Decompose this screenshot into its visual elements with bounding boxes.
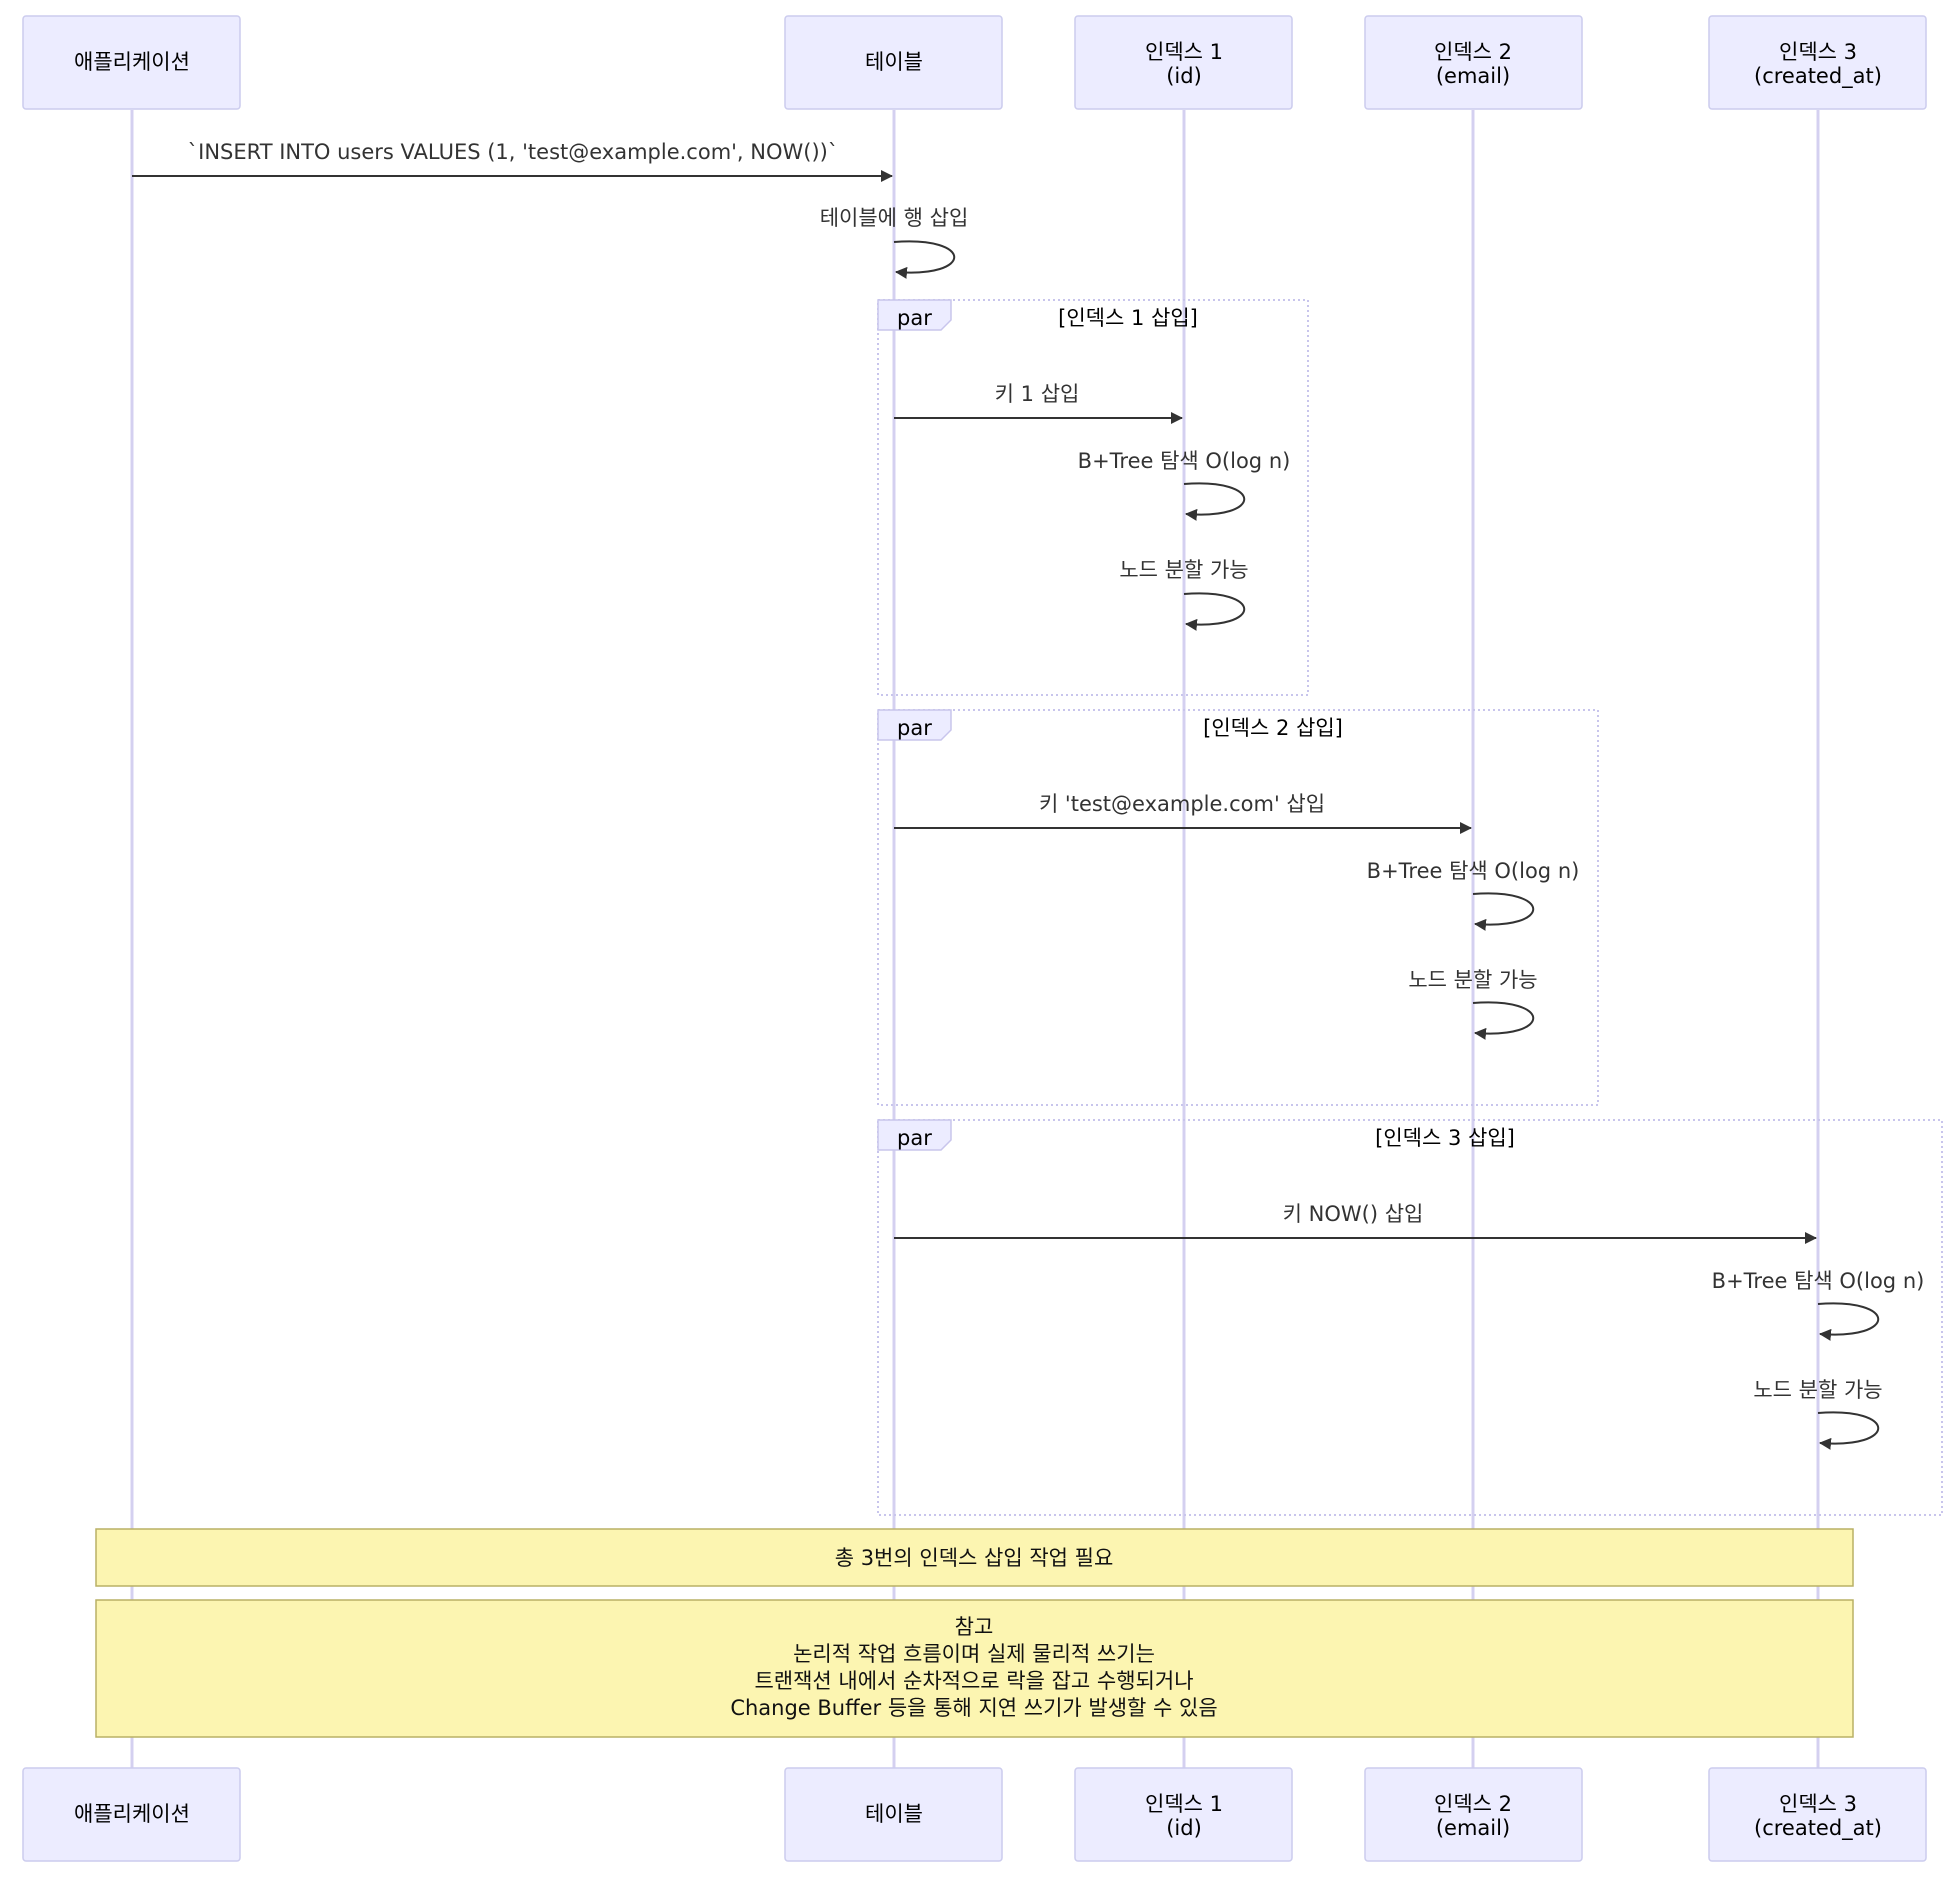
par-block-3: par [인덱스 3 삽입] 키 NOW() 삽입 B+Tree 탐색 O(lo… [877, 1119, 1943, 1516]
actor-sublabel: (created_at) [1754, 1816, 1882, 1841]
actors-top: 애플리케이션 테이블 인덱스 1 (id) 인덱스 2 (email) 인덱스 … [22, 15, 1927, 110]
actor-idx2-top: 인덱스 2 (email) [1364, 15, 1583, 110]
par-block-1: par [인덱스 1 삽입] 키 1 삽입 B+Tree 탐색 O(log n)… [877, 299, 1309, 696]
actor-sublabel: (email) [1436, 64, 1510, 88]
actor-label: 인덱스 3 [1779, 1792, 1857, 1816]
note-text: 총 3번의 인덱스 삽입 작업 필요 [835, 1546, 1114, 1570]
par-frame [877, 1119, 1943, 1516]
message-label: 테이블에 행 삽입 [820, 206, 969, 230]
self-message-label: B+Tree 탐색 O(log n) [1712, 1269, 1925, 1293]
par-condition: [인덱스 2 삽입] [1203, 716, 1343, 740]
actor-sublabel: (id) [1166, 64, 1202, 88]
actor-app-bottom: 애플리케이션 [22, 1767, 241, 1862]
message-label: 키 'test@example.com' 삽입 [1039, 792, 1325, 816]
actor-label: 인덱스 2 [1434, 1792, 1512, 1816]
par-frame [877, 299, 1309, 696]
actor-idx3-top: 인덱스 3 (created_at) [1708, 15, 1927, 110]
par-tab [877, 709, 952, 741]
self-arrow [1817, 1302, 1880, 1341]
self-message-label: 노드 분할 가능 [1119, 558, 1248, 582]
par-tab [877, 299, 952, 331]
note-summary: 총 3번의 인덱스 삽입 작업 필요 [95, 1528, 1854, 1587]
self-arrow [1817, 1411, 1880, 1450]
actor-label: 인덱스 1 [1145, 1792, 1223, 1816]
self-arrow [1183, 592, 1246, 631]
actor-label: 인덱스 1 [1145, 40, 1223, 64]
note-line: Change Buffer 등을 통해 지연 쓰기가 발생할 수 있음 [730, 1696, 1217, 1720]
note-line: 트랜잭션 내에서 순차적으로 락을 잡고 수행되거나 [754, 1669, 1193, 1693]
par-condition: [인덱스 3 삽입] [1375, 1126, 1515, 1150]
message-label: 키 1 삽입 [995, 382, 1080, 406]
actor-idx1-bottom: 인덱스 1 (id) [1074, 1767, 1293, 1862]
actor-label: 인덱스 2 [1434, 40, 1512, 64]
self-message-label: B+Tree 탐색 O(log n) [1367, 859, 1580, 883]
par-label: par [897, 716, 932, 740]
par-label: par [897, 306, 932, 330]
actor-label: 테이블 [865, 1802, 923, 1826]
note-line: 논리적 작업 흐름이며 실제 물리적 쓰기는 [793, 1642, 1155, 1666]
message-label: `INSERT INTO users VALUES (1, 'test@exam… [188, 140, 839, 164]
lifelines [130, 110, 1820, 1770]
par-condition: [인덱스 1 삽입] [1058, 306, 1198, 330]
par-block-2: par [인덱스 2 삽입] 키 'test@example.com' 삽입 B… [877, 709, 1599, 1106]
note-title: 참고 [955, 1615, 994, 1639]
actor-label: 테이블 [865, 50, 923, 74]
actor-app-top: 애플리케이션 [22, 15, 241, 110]
par-label: par [897, 1126, 932, 1150]
actor-table-top: 테이블 [784, 15, 1003, 110]
message-insert: `INSERT INTO users VALUES (1, 'test@exam… [132, 140, 893, 182]
par-tab [877, 1119, 952, 1151]
self-message-label: B+Tree 탐색 O(log n) [1078, 449, 1291, 473]
actor-label: 애플리케이션 [74, 50, 190, 74]
actor-idx2-bottom: 인덱스 2 (email) [1364, 1767, 1583, 1862]
actor-idx1-top: 인덱스 1 (id) [1074, 15, 1293, 110]
actor-label: 애플리케이션 [74, 1802, 190, 1826]
message-table-self: 테이블에 행 삽입 [820, 206, 969, 279]
actor-sublabel: (created_at) [1754, 64, 1882, 89]
self-arrow [1472, 892, 1535, 931]
self-arrow [893, 240, 956, 279]
self-message-label: 노드 분할 가능 [1408, 968, 1537, 992]
note-reference: 참고 논리적 작업 흐름이며 실제 물리적 쓰기는 트랜잭션 내에서 순차적으로… [95, 1599, 1854, 1738]
self-message-label: 노드 분할 가능 [1753, 1378, 1882, 1402]
actor-table-bottom: 테이블 [784, 1767, 1003, 1862]
actor-label: 인덱스 3 [1779, 40, 1857, 64]
message-label: 키 NOW() 삽입 [1283, 1202, 1424, 1226]
actor-idx3-bottom: 인덱스 3 (created_at) [1708, 1767, 1927, 1862]
self-arrow [1472, 1001, 1535, 1040]
actors-bottom: 애플리케이션 테이블 인덱스 1 (id) 인덱스 2 (email) 인덱스 … [22, 1767, 1927, 1862]
self-arrow [1183, 482, 1246, 521]
actor-sublabel: (email) [1436, 1816, 1510, 1840]
par-frame [877, 709, 1599, 1106]
actor-sublabel: (id) [1166, 1816, 1202, 1840]
